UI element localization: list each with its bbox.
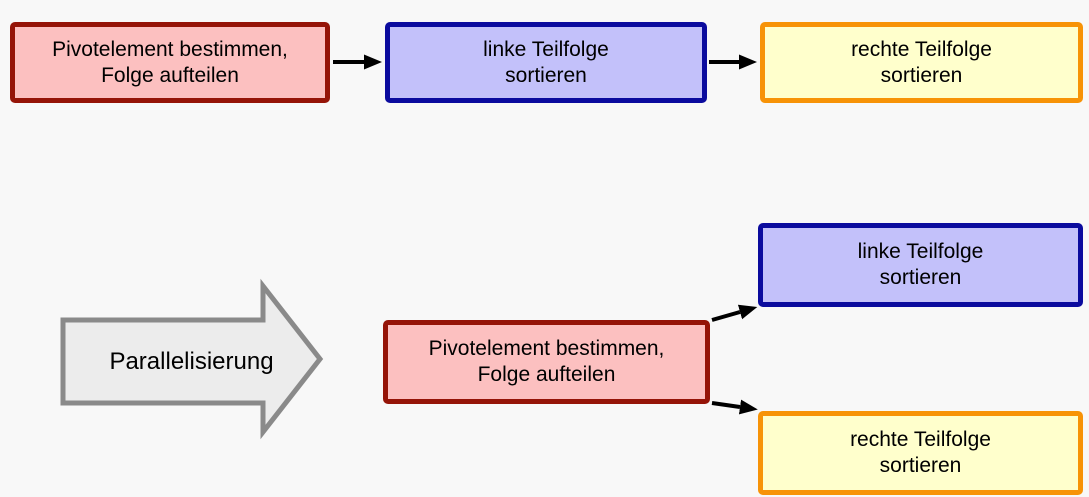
parallelisierung-label: Parallelisierung xyxy=(109,347,274,375)
top-right-subsequence-box: rechte Teilfolge sortieren xyxy=(760,22,1083,103)
top-pivot-box-line1: Pivotelement bestimmen, xyxy=(52,37,288,61)
parallelisierung-arrow-shape xyxy=(60,278,324,440)
top-left-subsequence-box: linke Teilfolge sortieren xyxy=(385,22,707,103)
bottom-right-subsequence-line2: sortieren xyxy=(879,454,962,477)
arrow-bottom-pivot-to-right xyxy=(711,399,758,415)
top-left-subsequence-line2: sortieren xyxy=(505,63,587,87)
bottom-pivot-box-line1: Pivotelement bestimmen, xyxy=(428,337,665,360)
bottom-left-subsequence-box: linke Teilfolge sortieren xyxy=(758,223,1083,307)
bottom-pivot-box-line2: Folge aufteilen xyxy=(477,363,616,386)
top-right-subsequence-line2: sortieren xyxy=(880,63,963,87)
bottom-right-subsequence-line1: rechte Teilfolge xyxy=(850,428,991,451)
top-left-subsequence-line1: linke Teilfolge xyxy=(483,37,609,61)
bottom-pivot-box: Pivotelement bestimmen, Folge aufteilen xyxy=(383,320,710,404)
bottom-left-subsequence-line2: sortieren xyxy=(879,266,962,289)
top-pivot-box: Pivotelement bestimmen, Folge aufteilen xyxy=(10,22,330,103)
bottom-right-subsequence-box: rechte Teilfolge sortieren xyxy=(758,411,1083,495)
arrow-bottom-pivot-to-left xyxy=(711,304,758,322)
top-pivot-box-line2: Folge aufteilen xyxy=(101,63,239,87)
bottom-left-subsequence-line1: linke Teilfolge xyxy=(857,240,984,263)
top-right-subsequence-line1: rechte Teilfolge xyxy=(851,37,992,61)
